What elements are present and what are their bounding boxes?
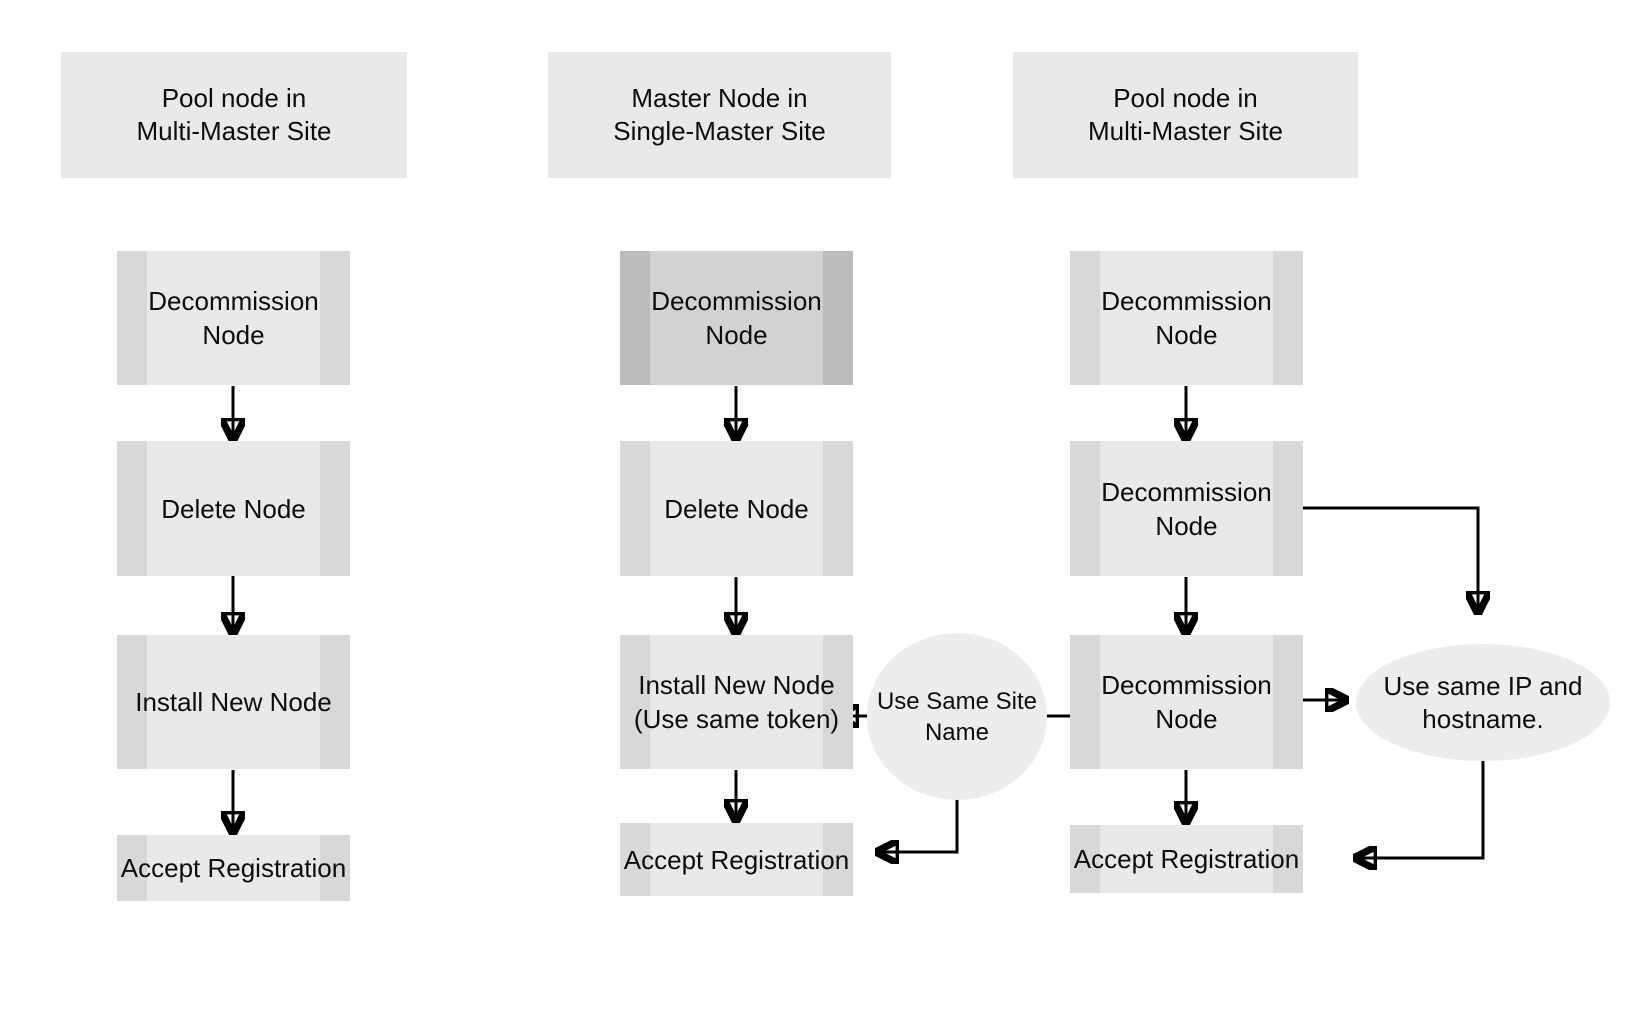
column-header-right: Pool node in Multi-Master Site bbox=[1013, 52, 1358, 178]
box-side-bar bbox=[320, 441, 350, 576]
box-side-bar bbox=[620, 823, 650, 896]
step-label: Decommission Node bbox=[1101, 670, 1272, 734]
step-label: Delete Node bbox=[161, 493, 306, 524]
step-accept-registration: Accept Registration bbox=[620, 823, 853, 896]
box-side-bar bbox=[1070, 825, 1100, 893]
column-header-left: Pool node in Multi-Master Site bbox=[61, 52, 407, 178]
annotation-use-same-site-name: Use Same Site Name bbox=[867, 633, 1047, 800]
box-side-bar bbox=[823, 441, 853, 576]
step-label: Accept Registration bbox=[120, 853, 347, 883]
box-side-bar bbox=[117, 441, 147, 576]
box-side-bar bbox=[1070, 635, 1100, 769]
box-side-bar bbox=[823, 823, 853, 896]
arrow-right-step2-to-ellipse bbox=[1303, 506, 1478, 610]
step-accept-registration: Accept Registration bbox=[1070, 825, 1303, 893]
box-side-bar bbox=[320, 635, 350, 769]
step-label: Decommission Node bbox=[651, 286, 822, 350]
box-side-bar bbox=[320, 251, 350, 385]
arrow-ellipse-to-right-accept bbox=[1358, 760, 1485, 858]
step-decommission-node: Decommission Node bbox=[1070, 635, 1303, 769]
box-side-bar bbox=[823, 251, 853, 385]
column-header-middle: Master Node in Single-Master Site bbox=[548, 52, 891, 178]
step-decommission-node: Decommission Node bbox=[117, 251, 350, 385]
step-label: Install New Node (Use same token) bbox=[633, 670, 840, 734]
box-side-bar bbox=[117, 635, 147, 769]
step-delete-node: Delete Node bbox=[620, 441, 853, 576]
box-side-bar bbox=[1273, 251, 1303, 385]
box-side-bar bbox=[1273, 635, 1303, 769]
step-accept-registration: Accept Registration bbox=[117, 835, 350, 901]
annotation-use-same-ip-hostname: Use same IP and hostname. bbox=[1356, 644, 1610, 761]
box-side-bar bbox=[320, 835, 350, 901]
step-label: Accept Registration bbox=[623, 844, 850, 875]
step-decommission-node: Decommission Node bbox=[1070, 441, 1303, 576]
box-side-bar bbox=[1273, 441, 1303, 576]
box-side-bar bbox=[1070, 441, 1100, 576]
step-label: Install New Node bbox=[135, 687, 332, 717]
box-side-bar bbox=[117, 835, 147, 901]
box-side-bar bbox=[620, 251, 650, 385]
step-label: Decommission Node bbox=[1101, 286, 1272, 350]
step-install-new-node: Install New Node bbox=[117, 635, 350, 769]
step-label: Accept Registration bbox=[1073, 844, 1300, 874]
arrow-circle-to-mid-accept bbox=[880, 800, 959, 852]
box-side-bar bbox=[620, 441, 650, 576]
box-side-bar bbox=[117, 251, 147, 385]
step-delete-node: Delete Node bbox=[117, 441, 350, 576]
step-install-new-node-same-token: Install New Node (Use same token) bbox=[620, 635, 853, 769]
step-label: Decommission Node bbox=[1101, 476, 1272, 541]
step-label: Delete Node bbox=[664, 493, 809, 524]
step-decommission-node-highlighted: Decommission Node bbox=[620, 251, 853, 385]
box-side-bar bbox=[1273, 825, 1303, 893]
step-decommission-node: Decommission Node bbox=[1070, 251, 1303, 385]
box-side-bar bbox=[1070, 251, 1100, 385]
box-side-bar bbox=[620, 635, 650, 769]
box-side-bar bbox=[823, 635, 853, 769]
step-label: Decommission Node bbox=[148, 286, 319, 350]
